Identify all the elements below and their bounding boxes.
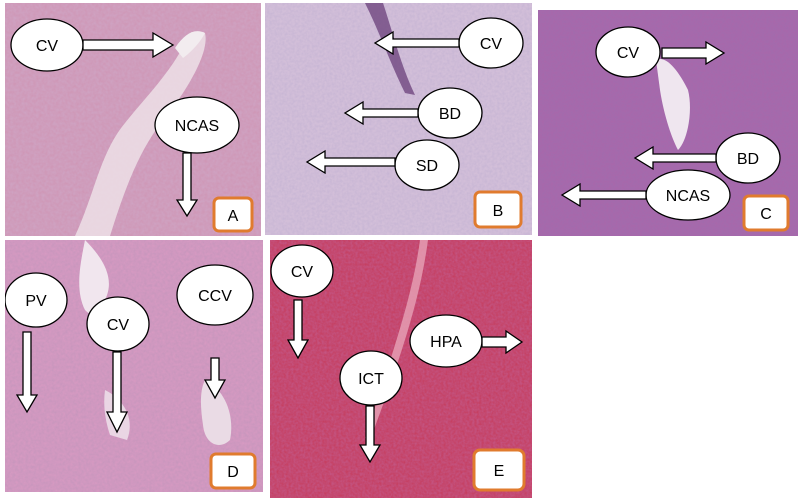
callout-label: BD xyxy=(439,106,461,123)
callout-sd: SD xyxy=(394,139,460,191)
callout-label: CV xyxy=(107,317,130,334)
callout-label: CV xyxy=(36,38,59,55)
callout-ncas: NCAS xyxy=(645,169,731,221)
callout-label: CV xyxy=(291,264,314,281)
arrow-left-icon xyxy=(305,149,396,175)
callout-bubble xyxy=(5,272,68,328)
badge-frame xyxy=(473,190,523,229)
arrow-down-icon xyxy=(286,299,310,360)
panel-letter-badge: C xyxy=(742,194,790,232)
arrow-right-icon xyxy=(661,40,726,66)
arrow-down-icon xyxy=(358,405,382,464)
badge-frame xyxy=(472,448,526,492)
callout-label: NCAS xyxy=(666,188,710,205)
callout-cv: CV xyxy=(86,296,150,352)
badge-frame xyxy=(742,194,790,232)
callout-cv: CV xyxy=(458,17,524,69)
callout-bubble xyxy=(86,296,150,352)
micrograph-panel-d: PV CV CCV D xyxy=(5,240,263,492)
arrow-down-icon xyxy=(105,351,129,434)
panel-letter: A xyxy=(228,208,239,225)
callout-bubble xyxy=(339,350,403,406)
panel-letter: B xyxy=(493,203,504,220)
callout-cv: CV xyxy=(10,18,84,72)
callout-ncas: NCAS xyxy=(154,96,240,154)
callout-label: PV xyxy=(25,293,47,310)
arrow-left-icon xyxy=(343,100,419,126)
panel-letter-badge: A xyxy=(212,196,254,233)
annotation-layer-d: PV CV CCV D xyxy=(5,264,257,490)
badge-frame xyxy=(209,452,257,490)
annotation-layer-e: CV HPA ICT E xyxy=(270,244,526,492)
annotation-layer-b: CV BD SD B xyxy=(305,17,524,229)
callout-bd: BD xyxy=(417,87,483,139)
badge-frame xyxy=(212,196,254,233)
annotation-layer-a: CV NCAS A xyxy=(10,18,254,233)
arrow-right-icon xyxy=(481,329,524,355)
central-vein-lumen xyxy=(175,31,205,58)
callout-ict: ICT xyxy=(339,350,403,406)
callout-cv: CV xyxy=(595,26,661,78)
callout-bubble xyxy=(154,96,240,154)
callout-bubble xyxy=(270,244,334,298)
callout-label: CV xyxy=(480,36,503,53)
callout-bubble xyxy=(176,264,254,326)
vessel-lumen xyxy=(79,240,111,318)
annotation-layer-c: CV BD NCAS C xyxy=(560,26,790,232)
panel-letter-badge: B xyxy=(473,190,523,229)
micrograph-panel-e: CV HPA ICT E xyxy=(270,240,532,498)
callout-label: CV xyxy=(617,45,640,62)
arrow-left-icon xyxy=(373,30,460,56)
panel-letter: C xyxy=(760,206,772,223)
arrow-down-icon xyxy=(203,357,227,400)
callout-bubble xyxy=(595,26,661,78)
callout-cv: CV xyxy=(270,244,334,298)
arrow-left-icon xyxy=(633,145,717,171)
callout-label: ICT xyxy=(358,371,384,388)
arrow-right-icon xyxy=(82,31,175,59)
panel-letter: D xyxy=(227,464,239,481)
callout-pv: PV xyxy=(5,272,68,328)
callout-label: CCV xyxy=(198,288,232,305)
arrow-left-icon xyxy=(560,182,647,208)
panel-letter: E xyxy=(494,463,505,480)
callout-label: BD xyxy=(737,151,759,168)
callout-label: SD xyxy=(416,158,438,175)
sinusoid-region xyxy=(75,33,206,236)
arrow-down-icon xyxy=(15,331,39,414)
central-vein-lumen xyxy=(656,59,690,150)
congested-vein xyxy=(200,380,232,445)
callout-bd: BD xyxy=(715,132,781,184)
panel-letter-badge: E xyxy=(472,448,526,492)
arrow-down-icon xyxy=(175,152,199,218)
panel-letter-badge: D xyxy=(209,452,257,490)
callout-label: HPA xyxy=(430,334,462,351)
micrograph-panel-c: CV BD NCAS C xyxy=(538,10,798,236)
micrograph-panel-b: CV BD SD B xyxy=(265,3,532,235)
micrograph-panel-a: CV NCAS A xyxy=(5,3,261,236)
callout-hpa: HPA xyxy=(409,314,483,368)
callout-label: NCAS xyxy=(175,118,219,135)
callout-ccv: CCV xyxy=(176,264,254,326)
